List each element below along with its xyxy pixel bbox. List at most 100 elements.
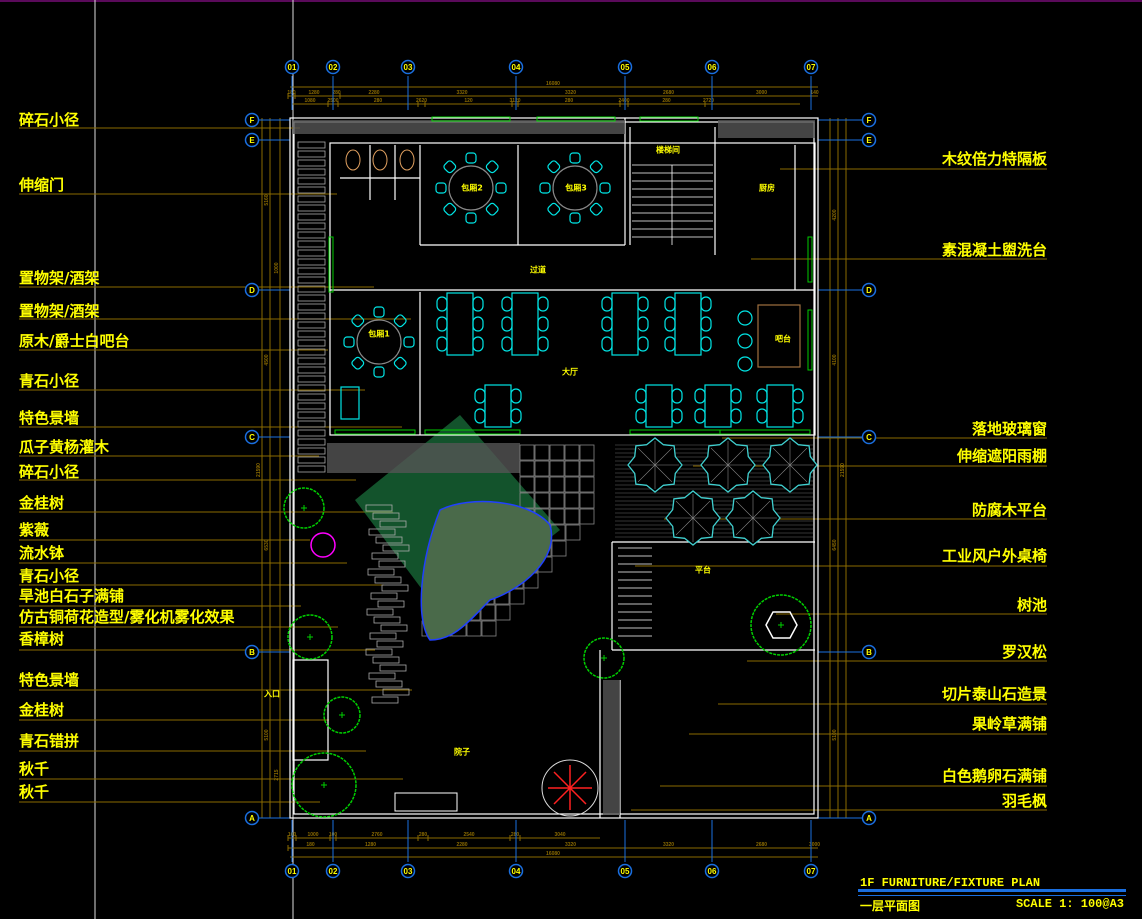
chair — [694, 388, 706, 404]
dimension-value: 4200 — [832, 209, 838, 220]
umbrella-rib — [637, 447, 656, 466]
paving-stone — [579, 444, 595, 461]
chair — [792, 388, 804, 404]
dining-table — [704, 384, 732, 428]
chair — [700, 296, 712, 312]
axis-bubble — [861, 132, 877, 148]
chair — [664, 316, 676, 332]
axis-bubble — [704, 863, 720, 879]
toilets — [345, 149, 415, 171]
path-slab — [297, 465, 326, 473]
swing — [394, 792, 458, 812]
path-slab — [297, 276, 326, 284]
dimension-total: 16080 — [546, 851, 560, 857]
chair — [599, 182, 611, 194]
path-slab — [297, 330, 326, 338]
chair — [465, 152, 477, 164]
chair — [485, 202, 499, 216]
dimension-lines: 1608018012802802280332033202680300014010… — [256, 81, 847, 858]
callout-label: 流水钵 — [19, 544, 65, 562]
chair — [589, 202, 603, 216]
paving-stone — [564, 460, 580, 477]
axis-bubble — [325, 59, 341, 75]
umbrella-rib — [710, 464, 729, 483]
dimension-value: 3000 — [756, 90, 767, 96]
umbrella-rib — [675, 500, 694, 519]
chair — [537, 336, 549, 352]
path-slab — [297, 366, 326, 374]
dimension-value: 4100 — [832, 354, 838, 365]
maple-outline — [541, 759, 599, 817]
callout-label: 金桂树 — [19, 701, 65, 719]
callout-label: 果岭草满铺 — [971, 715, 1047, 733]
stepping-stone — [377, 600, 405, 608]
path-slab — [297, 384, 326, 392]
umbrella-rib — [772, 464, 791, 483]
axis-bubble — [244, 112, 260, 128]
chair — [485, 160, 499, 174]
axis-bubble — [284, 863, 300, 879]
callout-label: 原木/爵士白吧台 — [19, 332, 130, 350]
axis-label: 03 — [404, 63, 413, 72]
callout-label: 金桂树 — [19, 494, 65, 512]
axis-bubble — [861, 810, 877, 826]
axis-bubble — [704, 59, 720, 75]
chair — [635, 388, 647, 404]
dimension-value: 2720 — [703, 98, 714, 104]
drawing-scale: SCALE 1: 100@A3 — [1015, 897, 1124, 911]
callout-label: 紫薇 — [19, 521, 50, 539]
dimension-value: 3320 — [565, 842, 576, 848]
axis-label: E — [249, 136, 255, 145]
toilet — [345, 149, 361, 171]
callout-label: 碎石小径 — [19, 111, 80, 129]
room-label-private-3: 包厢3 — [565, 183, 587, 193]
chair — [637, 296, 649, 312]
umbrella-rib — [789, 447, 808, 466]
axis-label: 01 — [288, 63, 297, 72]
path-slab — [297, 420, 326, 428]
paving-stone — [481, 620, 497, 637]
windows — [328, 116, 813, 435]
dimension-value: 280 — [374, 98, 383, 104]
chair — [474, 408, 486, 424]
path-slab — [297, 321, 326, 329]
chair — [351, 314, 365, 328]
umbrella-rib — [637, 464, 656, 483]
axis-bubble — [617, 863, 633, 879]
path-slab — [297, 429, 326, 437]
callout-label: 香樟树 — [19, 630, 65, 648]
path-slab — [297, 177, 326, 185]
axis-bubble — [244, 282, 260, 298]
callout-label: 素混凝土盥洗台 — [941, 241, 1047, 259]
dimension-value: 2400 — [618, 98, 629, 104]
chair — [539, 182, 551, 194]
outdoor-umbrellas — [627, 437, 818, 546]
stepping-stone — [368, 528, 396, 536]
axis-label: B — [866, 648, 872, 657]
callout-label: 青石小径 — [19, 372, 80, 390]
title-underline — [858, 889, 1126, 892]
dimension-value: 6530 — [264, 539, 270, 550]
chair — [495, 182, 507, 194]
chair — [589, 160, 603, 174]
chair — [537, 316, 549, 332]
callout-label: 伸缩门 — [19, 176, 65, 194]
stepping-stone — [372, 656, 400, 664]
osmanthus-tree — [283, 487, 325, 529]
chair — [635, 408, 647, 424]
stepping-stone — [380, 624, 408, 632]
path-slab — [297, 204, 326, 212]
stepping-stone — [367, 568, 395, 576]
path-slab — [297, 231, 326, 239]
toilet — [399, 149, 415, 171]
room-label-bar: 吧台 — [775, 334, 791, 344]
chair — [792, 408, 804, 424]
path-slab — [297, 285, 326, 293]
paving-stone — [519, 444, 535, 461]
chair — [436, 296, 448, 312]
callout-label: 防腐木平台 — [971, 501, 1047, 519]
axis-bubble — [861, 282, 877, 298]
axis-bubble — [861, 112, 877, 128]
chair — [730, 408, 742, 424]
chair — [537, 296, 549, 312]
